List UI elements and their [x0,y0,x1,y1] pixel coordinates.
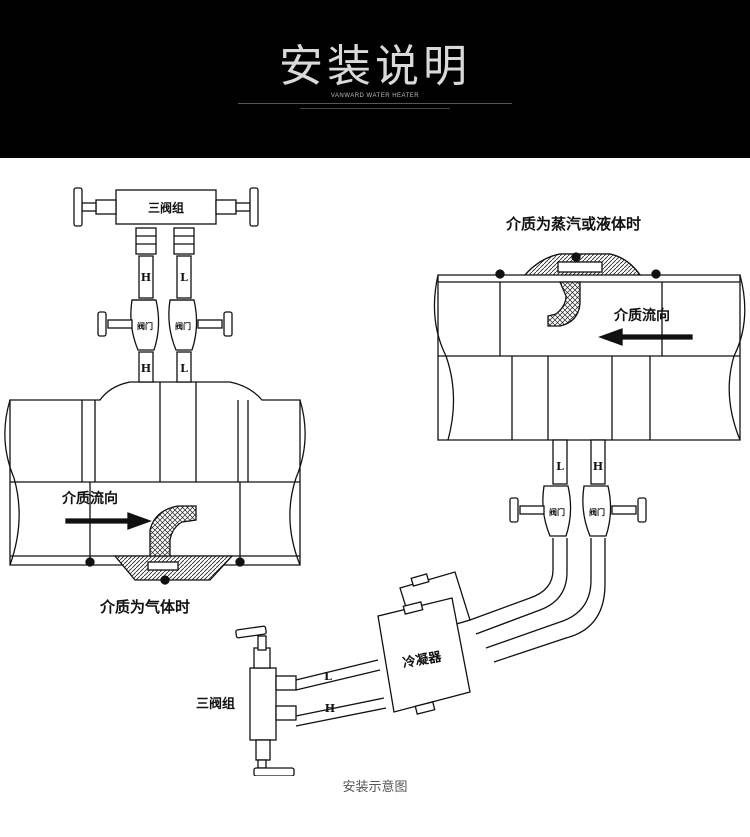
left-tag-h: H [141,271,151,284]
left-valve-label-2: 阀门 [175,321,191,331]
installation-diagram: 三阀组 H L 阀门 阀门 H L 介质流向 介质为气体时 介质为蒸汽或液体时 … [4,187,746,776]
right-valve-label-1: 阀门 [549,507,565,517]
right-flow-label: 介质流向 [613,307,670,324]
left-valve-label-1: 阀门 [137,321,153,331]
left-pipe-assembly [4,187,306,585]
condenser-tag-h: H [325,702,335,715]
left-tag-h2: H [141,362,151,375]
steam-caption: 介质为蒸汽或液体时 [505,215,641,233]
left-manifold-label: 三阀组 [148,200,184,215]
right-pipe-assembly [235,252,746,776]
gas-caption: 介质为气体时 [99,598,190,616]
condenser-label: 冷凝器 [401,649,443,672]
left-tag-l2: L [180,362,188,375]
left-tag-l: L [180,271,188,284]
left-flow-label: 介质流向 [61,490,118,507]
condenser-tag-l: L [324,670,332,683]
right-tag-h: H [593,460,603,473]
page-title: 安装说明 [279,41,471,92]
header-banner: 安装说明 VANWARD WATER HEATER [0,0,750,158]
decorative-divider [238,103,512,104]
bottom-manifold-label: 三阀组 [196,696,235,712]
figure-caption: 安装示意图 [342,780,408,795]
decorative-divider-secondary [300,108,450,109]
brand-subtitle: VANWARD WATER HEATER [330,93,420,99]
right-valve-label-2: 阀门 [589,507,605,517]
right-tag-l: L [556,460,564,473]
